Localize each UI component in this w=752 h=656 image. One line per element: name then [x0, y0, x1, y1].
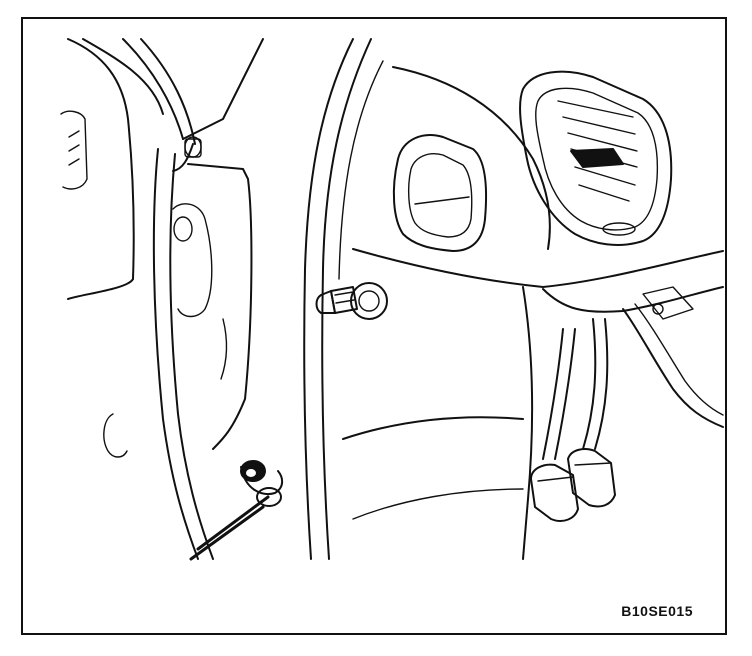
dashboard-panel [342, 66, 724, 560]
air-vent [519, 70, 673, 246]
door-panel [60, 38, 164, 458]
side-cover [392, 134, 488, 252]
dashboard-edge [303, 38, 384, 560]
wrench-tool [189, 460, 284, 561]
a-pillar-trim [122, 38, 264, 560]
wiring-harness [622, 286, 724, 428]
door-pillar-illustration [60, 38, 724, 561]
figure-reference-code: B10SE015 [621, 603, 693, 619]
bolt [315, 282, 388, 320]
pedal-assembly [530, 318, 616, 522]
figure-frame: B10SE015 [21, 17, 727, 635]
